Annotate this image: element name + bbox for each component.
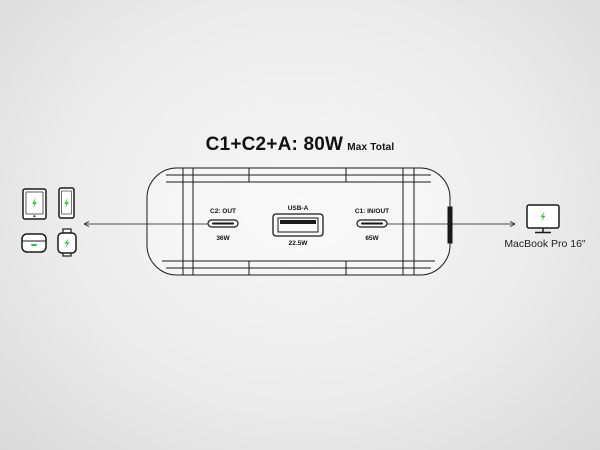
- port-usb-a-name: USB-A: [287, 205, 309, 212]
- tablet-icon: [22, 188, 47, 220]
- earbuds-case-icon: [21, 233, 47, 253]
- connector-right: [387, 221, 516, 227]
- phone-icon: [58, 187, 75, 219]
- headline-sub: Max Total: [347, 142, 395, 153]
- port-usb-a-watt: 22.5W: [288, 240, 308, 247]
- port-c2: [207, 219, 239, 228]
- laptop-label: MacBook Pro 16": [504, 238, 586, 250]
- connector-left: [83, 221, 208, 227]
- monitor-icon: [526, 204, 560, 234]
- port-usb-a: [272, 213, 324, 237]
- port-c1-name: C1: IN/OUT: [354, 208, 390, 215]
- port-c1-watt: 65W: [365, 235, 379, 242]
- watch-icon: [57, 228, 77, 257]
- port-c2-name: C2: OUT: [210, 208, 236, 215]
- port-c1: [356, 219, 388, 228]
- headline-main: C1+C2+A: 80W: [205, 134, 344, 155]
- port-c2-watt: 36W: [216, 235, 230, 242]
